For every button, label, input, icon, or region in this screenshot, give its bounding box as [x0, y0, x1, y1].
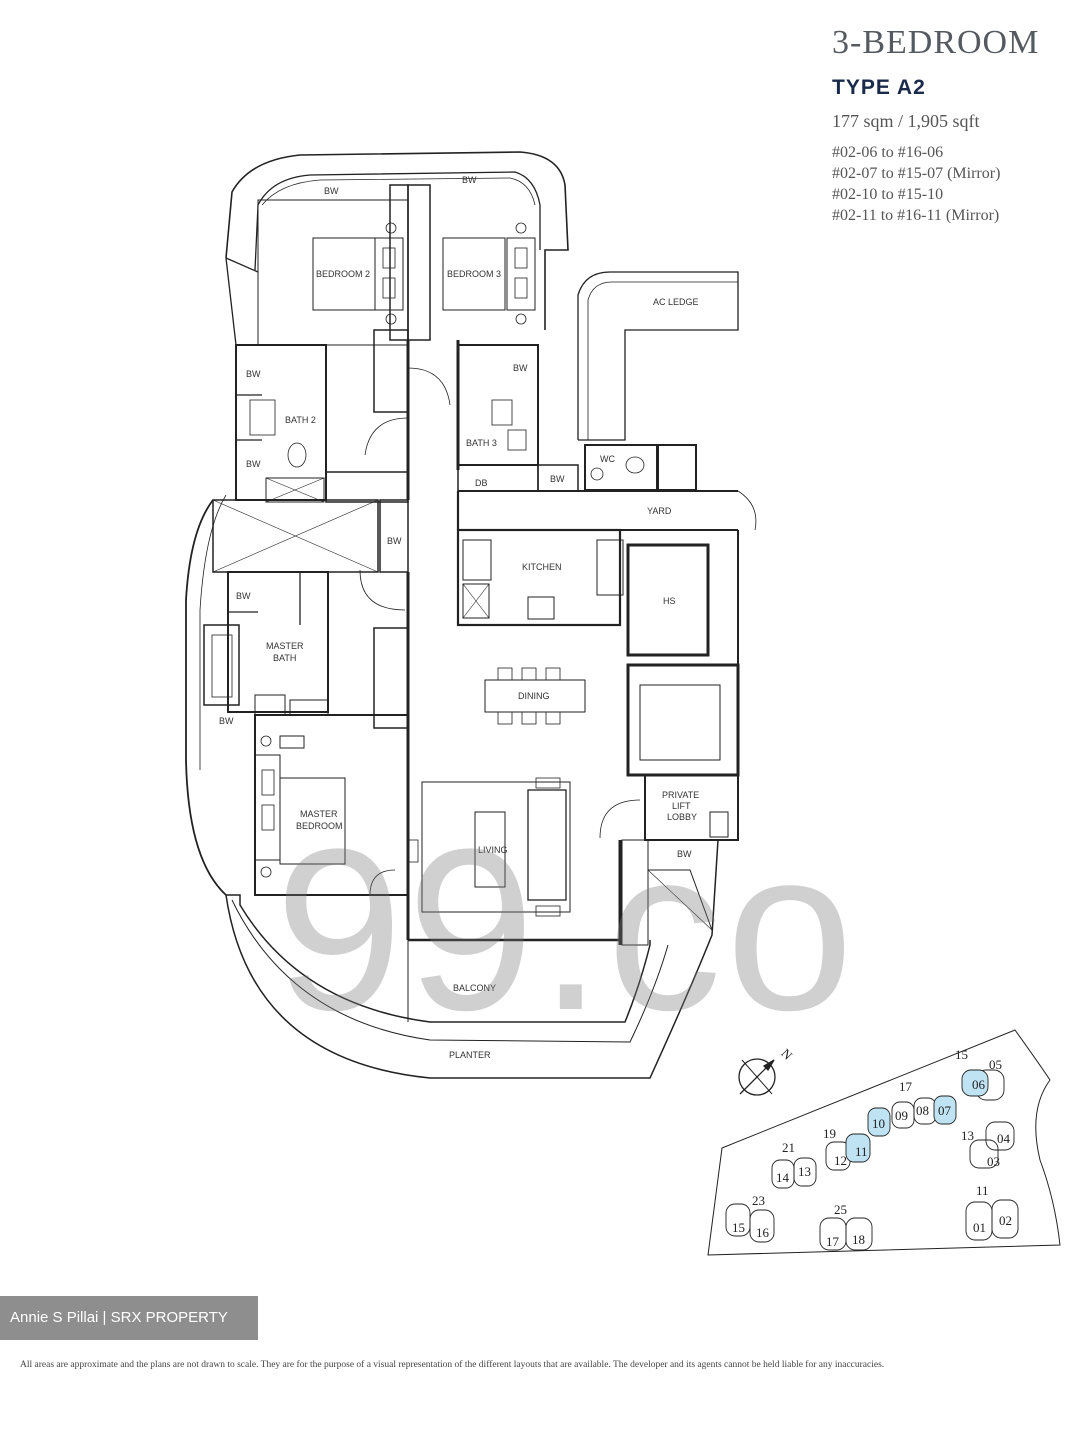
- highlight-unit-06: [961, 1069, 989, 1097]
- label-planter: PLANTER: [449, 1050, 491, 1060]
- bay-window-line: [261, 177, 536, 206]
- unit-number: 14: [776, 1170, 790, 1185]
- block-number: 13: [961, 1128, 974, 1143]
- unit-number: 15: [732, 1220, 745, 1235]
- block-number: 11: [976, 1183, 989, 1198]
- unit-type: TYPE A2: [832, 76, 926, 99]
- label-balcony: BALCONY: [453, 983, 496, 993]
- highlight-unit-10: [867, 1107, 891, 1137]
- master-wing-outline: [185, 499, 227, 896]
- planter-outline: [225, 839, 719, 1079]
- unit-number: 08: [916, 1103, 929, 1118]
- lift-shaft: [626, 663, 740, 777]
- label-bedroom-3: BEDROOM 3: [447, 269, 501, 279]
- label-dining: DINING: [518, 691, 550, 701]
- unit-number: 10: [872, 1116, 885, 1131]
- floor-plan: BW BW BEDROOM 2 BEDROOM 3 AC LEDGE BW BA…: [185, 151, 1061, 1256]
- wardrobe-2: [373, 329, 409, 413]
- block-number: 15: [955, 1047, 968, 1062]
- highlight-unit-11: [845, 1133, 871, 1163]
- unit-number: 04: [997, 1131, 1011, 1146]
- label-bedroom-2: BEDROOM 2: [316, 269, 370, 279]
- unit-number: 03: [987, 1154, 1000, 1169]
- label-bw: BW: [324, 186, 339, 196]
- unit-number: 07: [938, 1103, 952, 1118]
- master-bed: [279, 777, 346, 865]
- label-bw: BW: [236, 591, 251, 601]
- master-bath: [227, 571, 329, 713]
- unit-number: 09: [895, 1108, 908, 1123]
- block-number: 23: [752, 1193, 765, 1208]
- bedroom-wing-outline: [225, 151, 569, 330]
- label-master-bath: BATH: [273, 653, 296, 663]
- unit-number: 18: [852, 1232, 865, 1247]
- label-bw: BW: [462, 175, 477, 185]
- block-number: 19: [823, 1126, 836, 1141]
- unit-number: 11: [855, 1144, 868, 1159]
- label-hs: HS: [663, 596, 676, 606]
- bedroom-wing-inner-bay: [254, 171, 541, 271]
- label-master-bedroom: MASTER: [300, 809, 338, 819]
- label-bw: BW: [219, 716, 234, 726]
- block-number: 17: [899, 1079, 913, 1094]
- label-bw: BW: [513, 363, 528, 373]
- bedroom-3-bed: [442, 237, 506, 311]
- unit-range: #02-11 to #16-11 (Mirror): [832, 207, 1000, 224]
- unit-range: #02-06 to #16-06: [832, 144, 944, 161]
- sofa: [527, 789, 567, 901]
- kitchen: [456, 528, 622, 627]
- unit-list: #02-06 to #16-06 #02-07 to #15-07 (Mirro…: [832, 142, 1072, 226]
- label-private-lift-lobby: PRIVATE: [662, 790, 699, 800]
- label-db: DB: [475, 478, 488, 488]
- ac-ledge-outline: [577, 271, 739, 441]
- watermark: 99.co: [275, 801, 858, 1058]
- unit-number: 06: [972, 1077, 986, 1092]
- wc: [584, 444, 658, 491]
- block-number: 21: [782, 1140, 795, 1155]
- living-room: [421, 781, 571, 913]
- coffee-table: [474, 811, 506, 888]
- agent-tag: Annie S Pillai | SRX PROPERTY: [0, 1296, 258, 1340]
- highlight-unit-07: [933, 1095, 957, 1125]
- label-bath-3: BATH 3: [466, 438, 497, 448]
- unit-number: 17: [826, 1234, 840, 1249]
- unit-number: 12: [834, 1153, 847, 1168]
- unit-number: 16: [756, 1225, 770, 1240]
- key-plan: N: [707, 1029, 1061, 1256]
- label-bath-2: BATH 2: [285, 415, 316, 425]
- label-bw: BW: [246, 369, 261, 379]
- wardrobe: [389, 184, 409, 341]
- label-bw: BW: [550, 474, 565, 484]
- balcony-outline: [226, 894, 651, 1023]
- label-kitchen: KITCHEN: [522, 562, 562, 572]
- label-bw: BW: [677, 849, 692, 859]
- label-bw: BW: [246, 459, 261, 469]
- label-private-lift-lobby: LIFT: [672, 801, 691, 811]
- bedroom-type-title: 3-BEDROOM: [832, 24, 1040, 61]
- site-outline: [707, 1029, 1061, 1256]
- label-wc: WC: [600, 454, 615, 464]
- unit-number: 05: [989, 1057, 1002, 1072]
- unit-number: 13: [798, 1164, 811, 1179]
- label-yard: YARD: [647, 506, 672, 516]
- household-shelter: [626, 543, 710, 657]
- unit-area: 177 sqm / 1,905 sqft: [832, 111, 980, 131]
- label-private-lift-lobby: LOBBY: [667, 812, 697, 822]
- label-master-bedroom: BEDROOM: [296, 821, 343, 831]
- plan-header: 3-BEDROOM TYPE A2 177 sqm / 1,905 sqft #…: [832, 24, 1072, 226]
- unit-number: 01: [973, 1220, 986, 1235]
- unit-number: 02: [999, 1213, 1012, 1228]
- label-master-bath: MASTER: [266, 641, 304, 651]
- block-number: 25: [834, 1202, 847, 1217]
- label-ac-ledge: AC LEDGE: [653, 297, 699, 307]
- unit-range: #02-07 to #15-07 (Mirror): [832, 165, 1001, 182]
- disclaimer: All areas are approximate and the plans …: [20, 1360, 885, 1370]
- unit-range: #02-10 to #15-10: [832, 186, 944, 203]
- label-living: LIVING: [478, 845, 508, 855]
- label-bw: BW: [387, 536, 402, 546]
